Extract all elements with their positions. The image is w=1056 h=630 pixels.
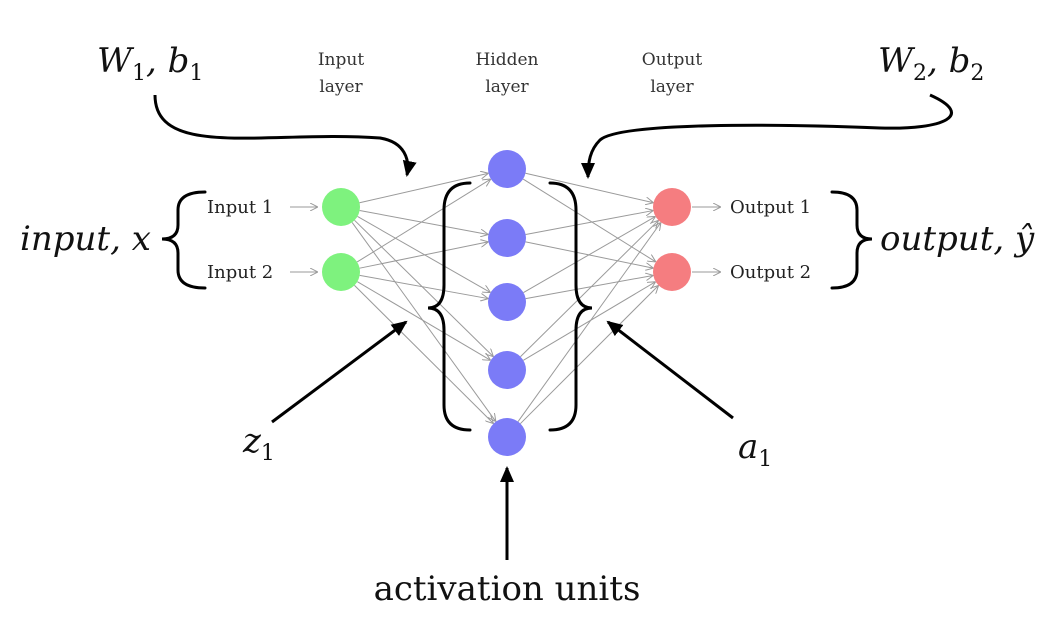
hidden-output-edge-3-1 bbox=[523, 217, 654, 293]
input-node-2 bbox=[322, 253, 360, 291]
hidden-output-edge-5-2 bbox=[520, 286, 657, 424]
hidden-output-edge-1-1 bbox=[525, 172, 653, 202]
output-node-2 bbox=[653, 253, 691, 291]
hidden-layer-title-line1: Hidden bbox=[475, 50, 538, 70]
hidden-output-edge-1-2 bbox=[522, 178, 655, 261]
hidden-node-3 bbox=[488, 283, 526, 321]
a1-label: a1 bbox=[738, 427, 772, 472]
input-1-label: Input 1 bbox=[207, 197, 273, 218]
input-hidden-edge-2-5 bbox=[354, 285, 492, 423]
hidden-node-5 bbox=[488, 418, 526, 456]
input-hidden-edge-1-1 bbox=[359, 173, 488, 204]
input-brace bbox=[161, 190, 207, 290]
input-hidden-edge-2-3 bbox=[359, 274, 488, 298]
hidden-layer-title-line2: layer bbox=[485, 77, 529, 97]
output-layer-title-line2: layer bbox=[650, 77, 694, 97]
hidden-output-edge-5-1 bbox=[517, 223, 660, 422]
w2-b2-label: W2, b2 bbox=[878, 41, 984, 86]
activation-units-label: activation units bbox=[374, 569, 641, 609]
hidden-output-edge-2-1 bbox=[525, 211, 653, 235]
a1-arrow bbox=[606, 320, 734, 420]
input-hidden-edge-1-5 bbox=[351, 222, 495, 420]
hidden-output-edge-3-2 bbox=[525, 276, 653, 300]
output-1-label: Output 1 bbox=[730, 197, 811, 218]
output-2-label: Output 2 bbox=[730, 262, 811, 283]
z1-arrow bbox=[271, 320, 408, 424]
output-node-1 bbox=[653, 188, 691, 226]
hidden-node-2 bbox=[488, 219, 526, 257]
hidden-node-4 bbox=[488, 351, 526, 389]
input-hidden-edge-1-2 bbox=[359, 209, 488, 234]
input-layer-title-line2: layer bbox=[319, 77, 363, 97]
hidden-brace-right bbox=[548, 181, 593, 432]
network-edges bbox=[351, 172, 660, 424]
input-hidden-edge-2-4 bbox=[357, 281, 489, 360]
input-hidden-edge-2-2 bbox=[359, 242, 488, 269]
input-2-label: Input 2 bbox=[207, 262, 273, 283]
w1-b1-label: W1, b1 bbox=[97, 41, 203, 86]
hidden-output-edge-4-1 bbox=[520, 221, 658, 358]
hidden-node-1 bbox=[488, 150, 526, 188]
output-yhat-label: output, ŷ bbox=[880, 219, 1035, 259]
input-hidden-edge-2-1 bbox=[356, 180, 490, 263]
z1-label: z1 bbox=[242, 421, 275, 466]
input-hidden-edge-1-3 bbox=[357, 216, 489, 292]
input-hidden-edge-1-4 bbox=[354, 219, 493, 356]
input-node-1 bbox=[322, 188, 360, 226]
output-layer-title-line1: Output bbox=[642, 50, 703, 70]
input-x-label: input, x bbox=[20, 219, 151, 259]
network-nodes bbox=[322, 150, 691, 456]
w2-b2-arrow bbox=[581, 93, 953, 179]
hidden-brace-left bbox=[427, 181, 472, 432]
input-layer-title-line1: Input bbox=[318, 50, 364, 70]
hidden-output-edge-4-2 bbox=[523, 282, 654, 361]
w1-b1-arrow bbox=[153, 94, 417, 177]
output-brace bbox=[830, 190, 873, 290]
